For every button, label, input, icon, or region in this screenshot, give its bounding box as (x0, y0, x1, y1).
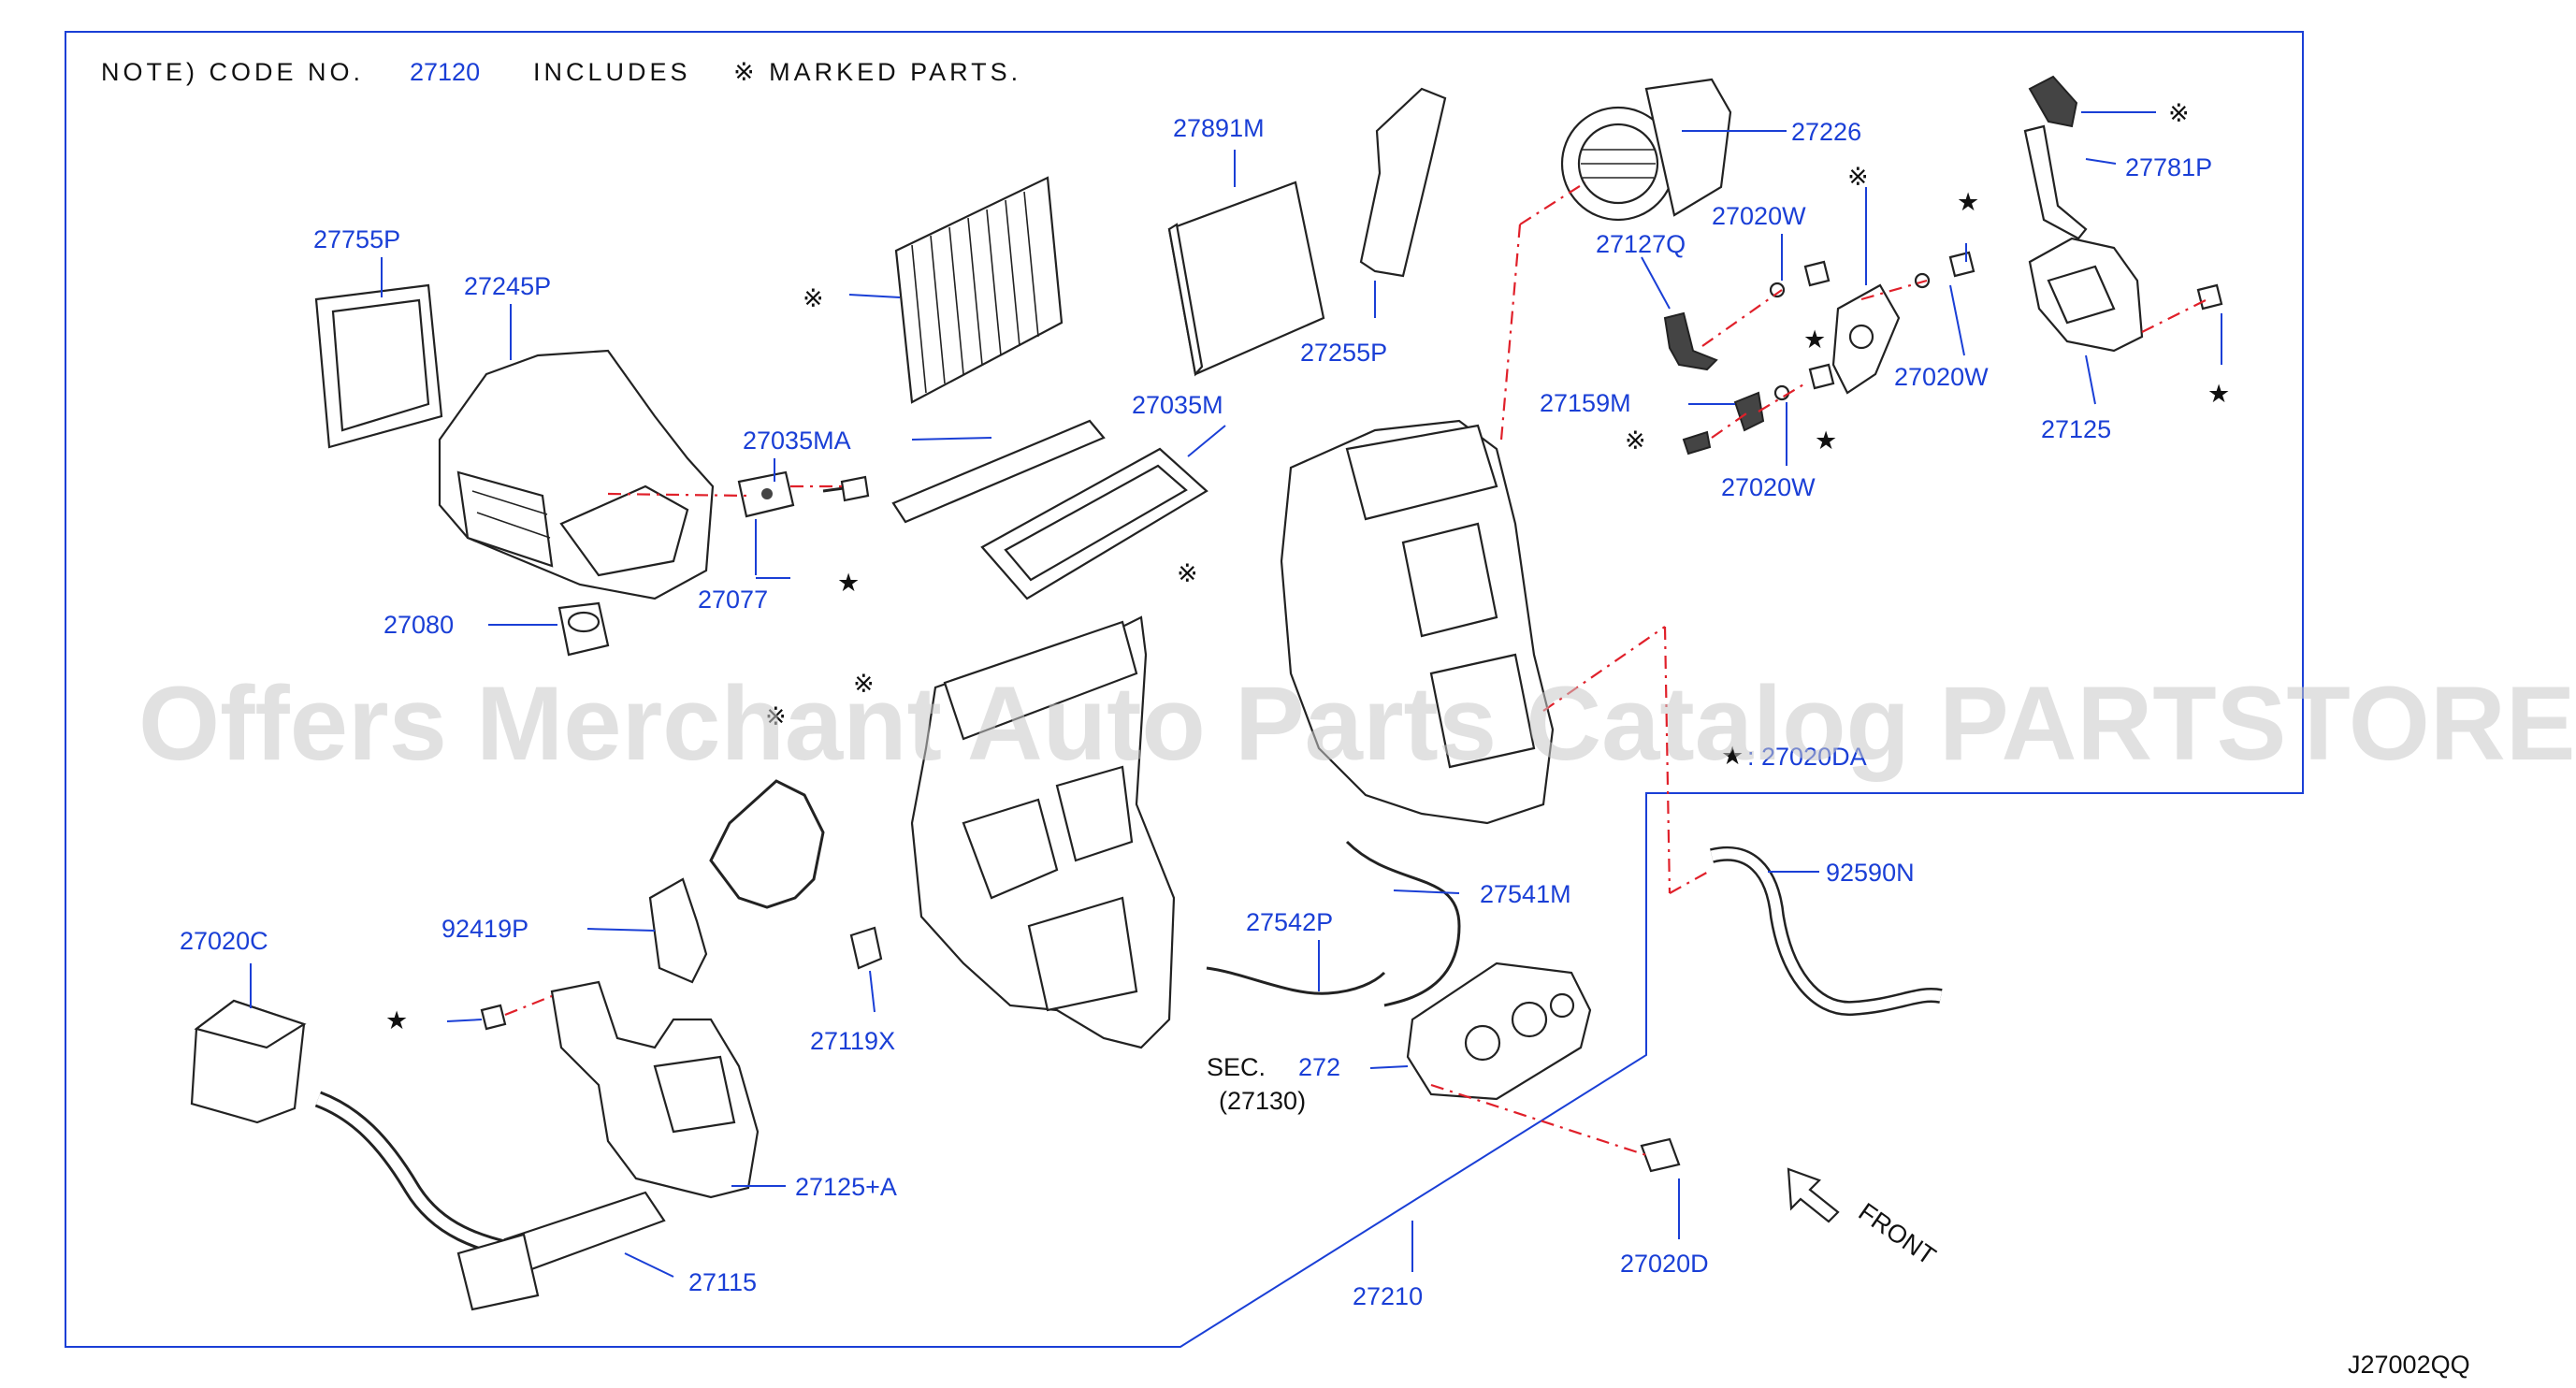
part-27891M-filter[interactable] (1167, 181, 1325, 377)
part-heater-unit-lower[interactable] (910, 615, 1176, 1049)
bolt-27077[interactable] (822, 475, 870, 502)
label-front: FRONT (1854, 1197, 1941, 1270)
label-27755P[interactable]: 27755P (313, 225, 400, 253)
svg-text:※: ※ (803, 284, 824, 312)
part-27781P-bracket[interactable] (2023, 75, 2088, 240)
svg-text:※: ※ (765, 702, 787, 730)
part-92590N-hose[interactable] (1710, 846, 1943, 1017)
part-27080-motor[interactable] (557, 601, 610, 657)
part-27226-blower[interactable] (1560, 78, 1732, 222)
part-27130-control-panel[interactable] (1406, 961, 1592, 1101)
label-27130[interactable]: (27130) (1219, 1087, 1306, 1115)
part-evaporator[interactable] (894, 176, 1064, 404)
watermark: Offers Merchant Auto Parts Catalog PARTS… (138, 665, 2576, 782)
label-27035MA[interactable]: 27035MA (743, 427, 851, 455)
svg-text:★: ★ (2207, 380, 2230, 408)
label-27781P[interactable]: 27781P (2125, 153, 2212, 181)
label-27020W-c[interactable]: 27020W (1721, 473, 1816, 501)
part-27125-actuator[interactable] (2028, 237, 2144, 353)
label-27541M[interactable]: 27541M (1480, 880, 1571, 908)
label-27020W-a[interactable]: 27020W (1712, 202, 1806, 230)
svg-text:★: ★ (1815, 427, 1837, 455)
svg-text:※: ※ (1625, 427, 1646, 455)
svg-text:★: ★ (1803, 325, 1826, 354)
label-27080[interactable]: 27080 (384, 611, 454, 639)
assembly-frame (65, 31, 2304, 1348)
front-arrow (1787, 1167, 1840, 1223)
part-27125A-bracket[interactable] (550, 980, 760, 1199)
label-27115[interactable]: 27115 (688, 1268, 757, 1296)
label-27255P[interactable]: 27255P (1300, 339, 1387, 367)
mark-symbols: ※ ※ ※ ※ ※ ※ ※ ★ ★ ★ ★ ★ ★ ★ (385, 99, 2230, 1034)
label-27020C[interactable]: 27020C (180, 927, 268, 955)
svg-text:★: ★ (385, 1006, 408, 1034)
label-92419P[interactable]: 92419P (441, 915, 528, 943)
svg-text:※: ※ (853, 670, 875, 698)
label-27035M[interactable]: 27035M (1132, 391, 1223, 419)
label-27891M[interactable]: 27891M (1173, 114, 1265, 142)
part-27077-actuator[interactable] (737, 470, 795, 518)
note-marked: ※ MARKED PARTS. (733, 58, 1021, 86)
screw-group[interactable] (480, 251, 2223, 1173)
label-27020DA[interactable]: : 27020DA (1747, 743, 1867, 771)
diagram-code: J27002QQ (2348, 1351, 2470, 1379)
part-92419P-cover[interactable] (648, 877, 708, 984)
svg-text:※: ※ (1847, 163, 1869, 191)
note-prefix: NOTE) CODE NO. (101, 58, 364, 86)
svg-text:★: ★ (837, 569, 860, 597)
part-27159M-link[interactable] (1682, 391, 1765, 455)
part-27127Q-lever[interactable] (1663, 311, 1718, 371)
note-code[interactable]: 27120 (410, 58, 480, 86)
label-27020D[interactable]: 27020D (1620, 1250, 1709, 1278)
part-27541M-cable[interactable] (1345, 840, 1461, 1007)
part-heater-unit-upper[interactable] (1280, 419, 1555, 825)
label-27226[interactable]: 27226 (1791, 118, 1861, 146)
label-27119X[interactable]: 27119X (810, 1027, 895, 1055)
part-27035M-frame[interactable] (980, 447, 1208, 600)
part-27255P-bracket[interactable] (1359, 87, 1447, 278)
part-27542P-cable[interactable] (1206, 966, 1386, 995)
part-27035MA-seal[interactable] (891, 419, 1106, 524)
part-27020C-foam[interactable] (190, 999, 307, 1124)
label-27245P[interactable]: 27245P (464, 272, 551, 300)
part-27115-heater-core[interactable] (314, 1091, 666, 1311)
label-27020W-b[interactable]: 27020W (1894, 363, 1989, 391)
label-27127Q[interactable]: 27127Q (1596, 230, 1686, 258)
part-gear-plate[interactable] (1831, 283, 1901, 395)
label-92590N[interactable]: 92590N (1826, 859, 1915, 887)
label-27125[interactable]: 27125 (2041, 415, 2111, 443)
part-27245P-intake-case[interactable] (438, 349, 715, 600)
label-27210[interactable]: 27210 (1353, 1282, 1423, 1310)
svg-text:※: ※ (1177, 559, 1198, 587)
label-27159M[interactable]: 27159M (1540, 389, 1631, 417)
label-sec: SEC. (1207, 1053, 1266, 1081)
label-27125A[interactable]: 27125+A (795, 1173, 897, 1201)
part-27755P-seal[interactable] (314, 283, 443, 449)
svg-text:★: ★ (1721, 742, 1744, 770)
svg-text:※: ※ (2168, 99, 2190, 127)
label-27542P[interactable]: 27542P (1246, 908, 1333, 936)
label-27077[interactable]: 27077 (698, 586, 768, 614)
note-includes: INCLUDES (533, 58, 691, 86)
part-27119X-harness[interactable] (709, 779, 883, 970)
leader-lines (250, 111, 2222, 1278)
svg-text:★: ★ (1957, 188, 1979, 216)
dash-lines (504, 181, 2208, 1157)
label-sec-272[interactable]: 272 (1298, 1053, 1340, 1081)
